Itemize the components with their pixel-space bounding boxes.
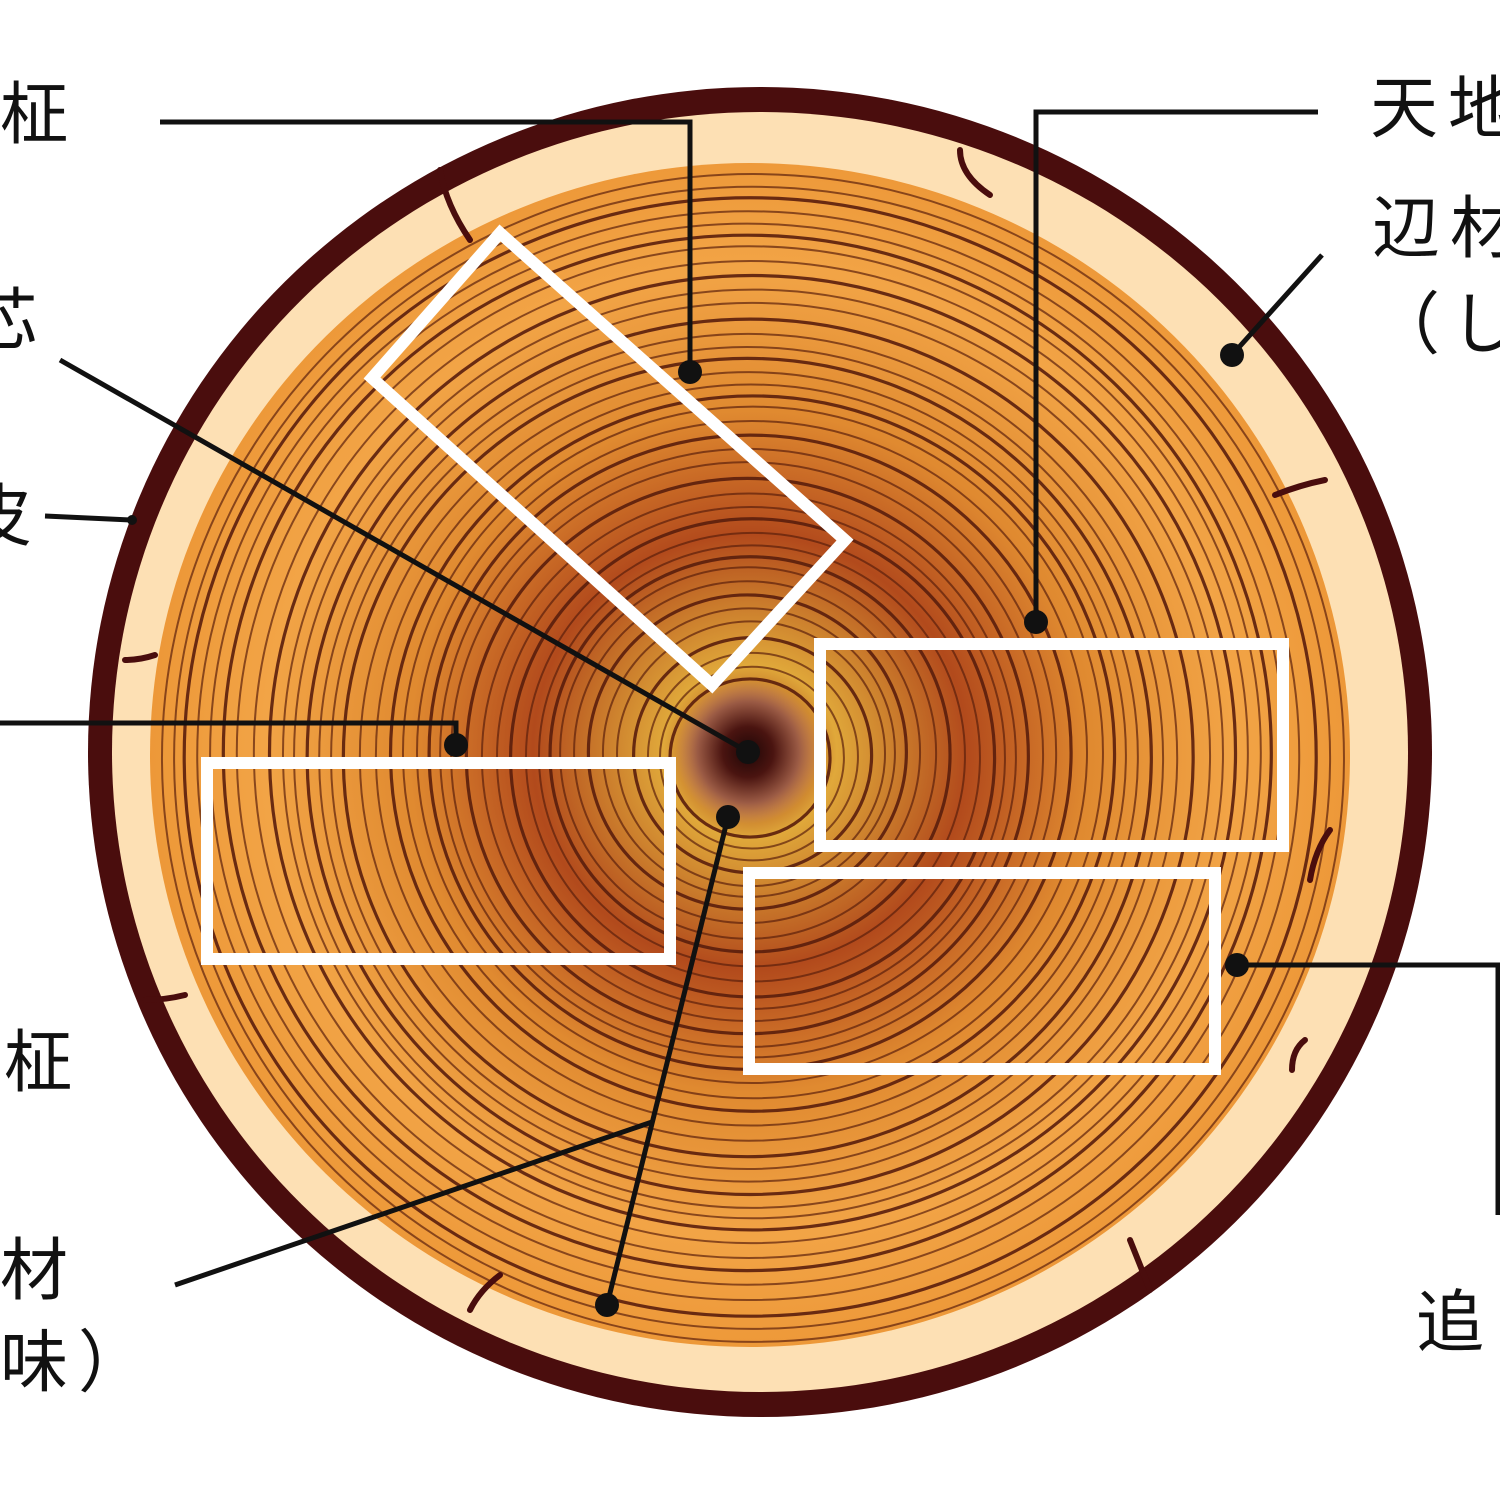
board-cut-quartersawn <box>363 224 854 694</box>
bark-cracks <box>122 147 1333 1313</box>
label-heartwood-line1: 材 <box>0 1232 79 1311</box>
leader-dot-icon <box>736 740 760 764</box>
board-cut-right-upper <box>814 638 1289 852</box>
label-oimasa: 追 <box>1416 1284 1495 1363</box>
board-cut-right-lower <box>743 867 1221 1075</box>
label-masame-left: 柾 <box>4 1024 83 1103</box>
leader-dot-icon <box>1225 953 1249 977</box>
growth-ring <box>374 383 1127 1127</box>
growth-ring <box>293 301 1212 1209</box>
growth-ring <box>358 371 1139 1142</box>
label-tenchi: 天地 <box>1370 70 1500 149</box>
label-bark: 皮 <box>0 484 42 552</box>
leader-dot-icon <box>595 1293 619 1317</box>
growth-ring <box>221 233 1273 1273</box>
label-sapwood-line1: 辺材 <box>1372 190 1500 269</box>
leader-dot-icon <box>678 360 702 384</box>
growth-ring <box>281 288 1224 1220</box>
growth-ring <box>252 260 1249 1245</box>
growth-ring <box>182 196 1318 1318</box>
board-cuts <box>201 224 1289 1075</box>
growth-ring <box>401 405 1104 1100</box>
leader-dot-icon <box>1024 610 1048 634</box>
growth-ring <box>305 317 1195 1197</box>
growth-ring <box>160 173 1345 1343</box>
leader-dots <box>127 343 1249 1317</box>
leader-lines <box>0 109 1500 1306</box>
growth-ring <box>267 273 1238 1232</box>
growth-ring <box>196 210 1301 1302</box>
leader-dot-icon <box>127 515 137 525</box>
growth-ring <box>646 651 859 862</box>
leader-dot-icon <box>444 733 468 757</box>
board-cut-left <box>201 757 676 965</box>
leader-dot-icon <box>716 805 740 829</box>
growth-ring <box>388 394 1117 1113</box>
label-masame-top: 柾 <box>0 76 79 155</box>
leader-dot-icon <box>1220 343 1244 367</box>
growth-rings <box>160 173 1345 1343</box>
label-heartwood-line2: 味） <box>0 1324 157 1403</box>
growth-ring <box>235 245 1262 1259</box>
label-pith: 芯 <box>0 282 49 361</box>
label-sapwood-line2: （し <box>1372 286 1500 365</box>
growth-ring <box>416 420 1089 1084</box>
growth-ring <box>173 185 1332 1330</box>
